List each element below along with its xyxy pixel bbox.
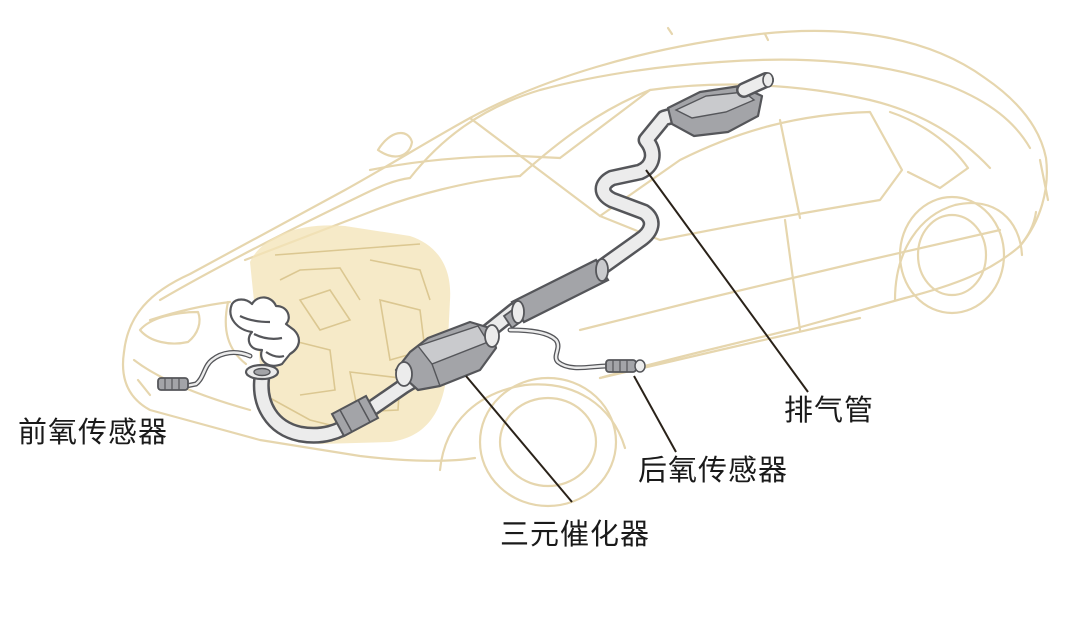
leader-exhaust-pipe <box>645 169 809 393</box>
pipe-joint-front <box>330 394 380 438</box>
rear-muffler <box>666 72 774 138</box>
resonator <box>510 258 610 324</box>
leader-catalytic-converter <box>465 375 573 503</box>
exhaust-manifold <box>229 296 300 367</box>
catalytic-converter <box>394 320 500 392</box>
label-exhaust-pipe: 排气管 <box>784 393 875 427</box>
label-rear-o2-sensor: 后氧传感器 <box>638 453 789 487</box>
label-catalytic-converter: 三元催化器 <box>500 517 651 551</box>
leader-lines <box>465 169 809 503</box>
leader-rear-o2-sensor <box>633 375 677 453</box>
front-o2-sensor <box>157 350 253 391</box>
rear-o2-sensor <box>507 327 646 373</box>
car-outline <box>122 26 1050 508</box>
exhaust-pipe-system <box>244 72 774 444</box>
label-front-o2-sensor: 前氧传感器 <box>18 415 169 449</box>
